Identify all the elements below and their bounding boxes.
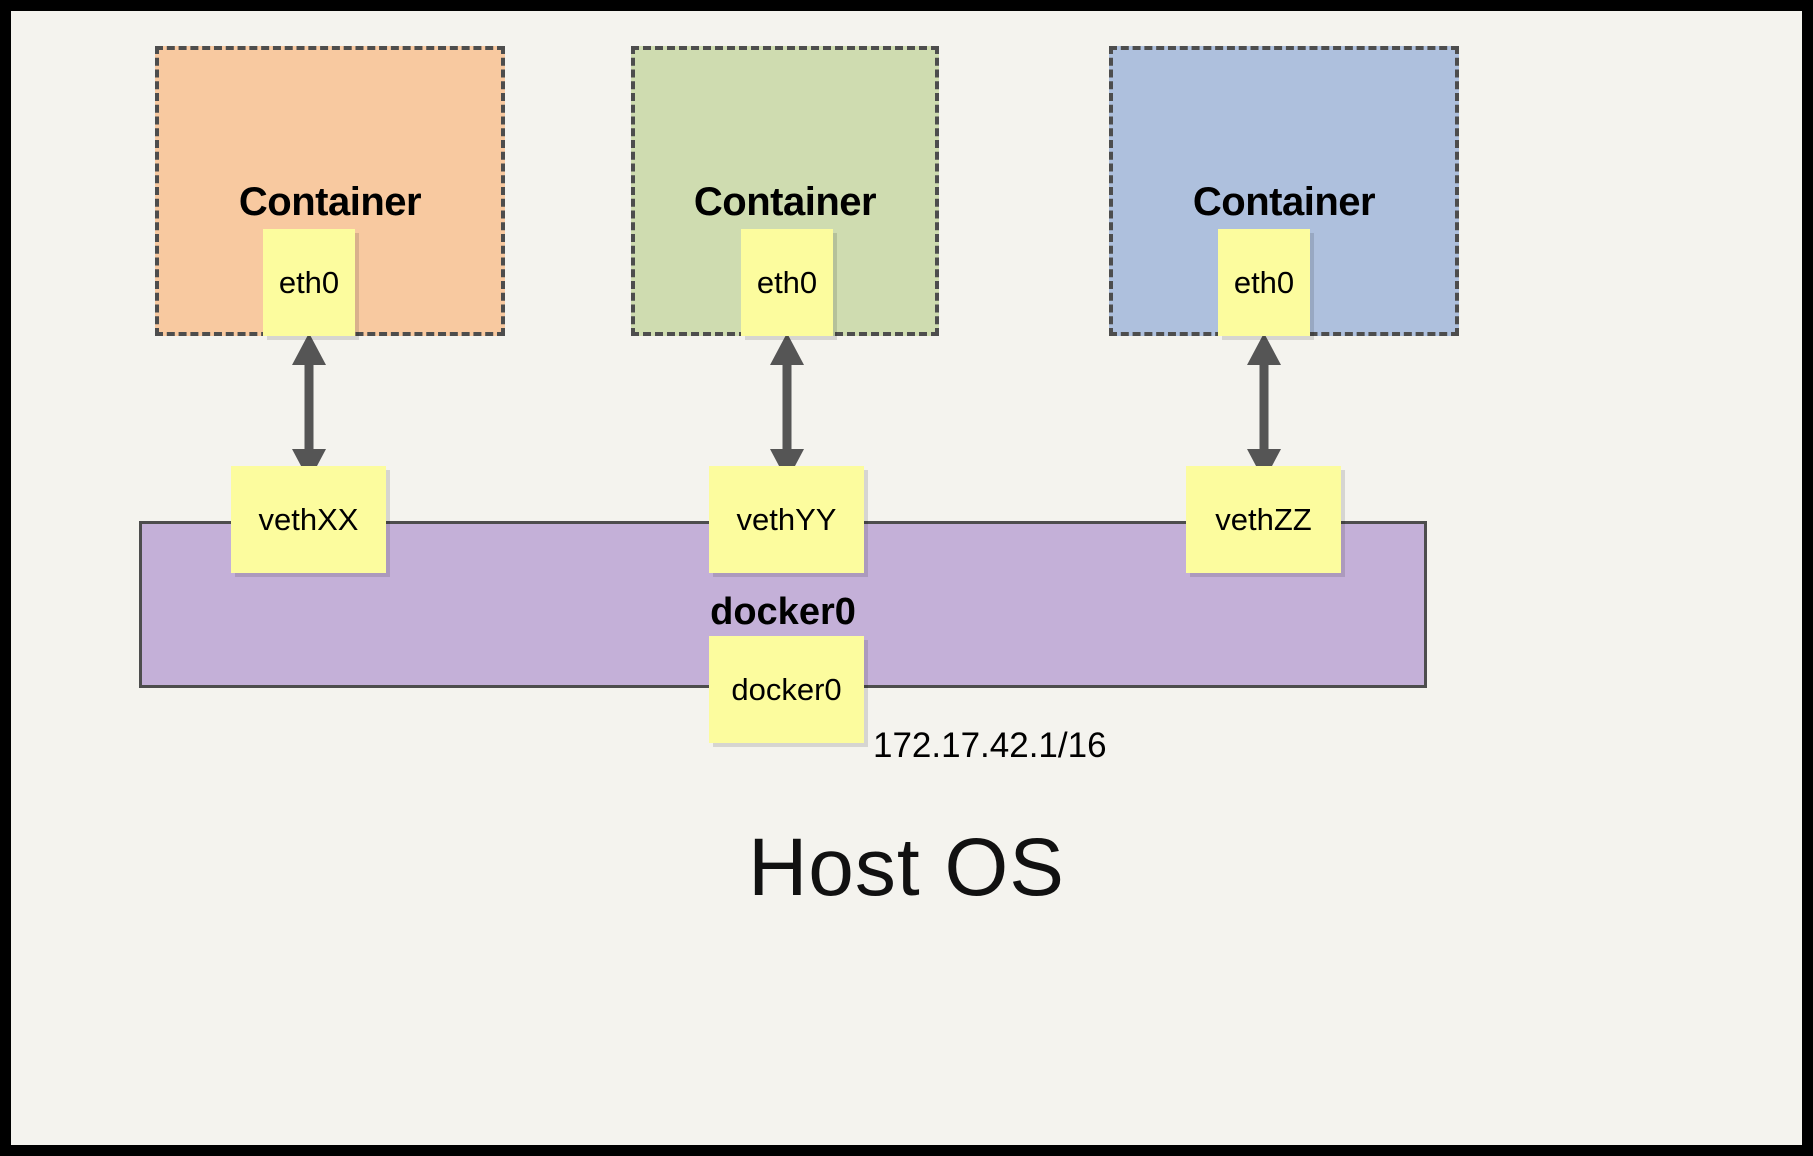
docker0-interface-chip: docker0 xyxy=(709,636,864,743)
host-os-canvas: Container eth0 Container eth0 Container … xyxy=(11,11,1802,1145)
host-os-title: Host OS xyxy=(748,822,1065,913)
container-eth0-chip-3: eth0 xyxy=(1218,229,1310,336)
veth-link-arrow-3 xyxy=(1247,333,1281,481)
veth-link-arrow-2 xyxy=(770,333,804,481)
container-title-2: Container xyxy=(693,180,877,224)
container-title-1: Container xyxy=(238,180,422,224)
container-eth0-chip-1: eth0 xyxy=(263,229,355,336)
container-eth0-chip-2: eth0 xyxy=(741,229,833,336)
docker0-bridge-label: docker0 xyxy=(710,591,856,633)
veth-chip-xx: vethXX xyxy=(231,466,386,573)
veth-chip-yy: vethYY xyxy=(709,466,864,573)
docker0-ip-label: 172.17.42.1/16 xyxy=(873,726,1107,765)
veth-chip-zz: vethZZ xyxy=(1186,466,1341,573)
veth-link-arrow-1 xyxy=(292,333,326,481)
container-title-3: Container xyxy=(1192,180,1376,224)
